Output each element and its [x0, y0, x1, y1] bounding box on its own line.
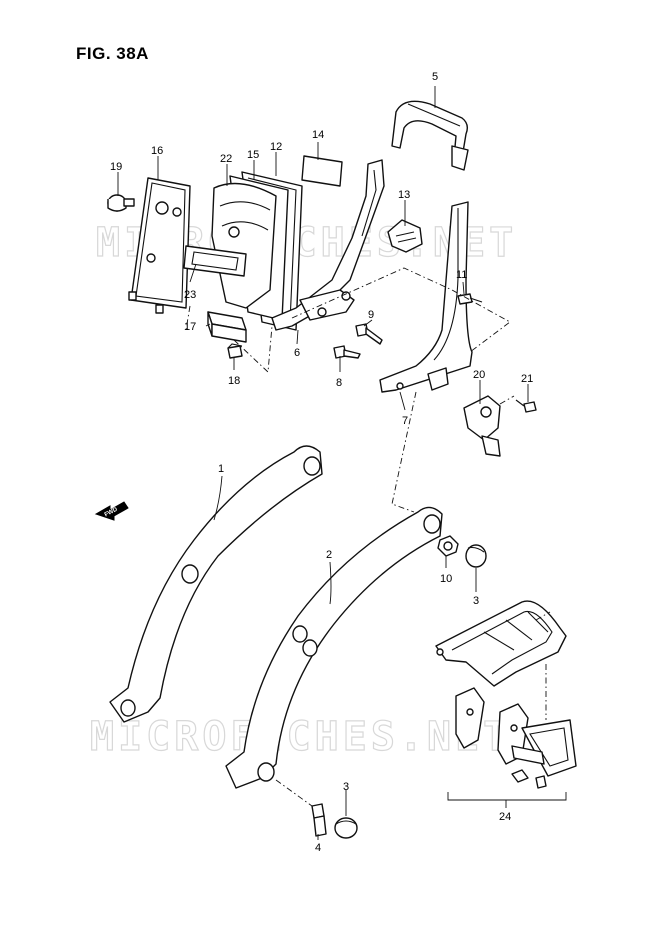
callout-24: 24	[499, 811, 511, 823]
callout-numbers: 1 2 3 3 4 5 6 7 8 9 10 11 12 13 14 15 16…	[110, 71, 533, 854]
callout-2: 2	[326, 549, 332, 561]
callout-23: 23	[184, 289, 196, 301]
callout-1: 1	[218, 463, 224, 475]
callout-20: 20	[473, 369, 485, 381]
part-22-pad	[211, 182, 277, 309]
callout-5: 5	[432, 71, 438, 83]
watermark-bottom: MICROFICHES.NET	[90, 714, 511, 760]
callout-17: 17	[184, 321, 196, 333]
part-24-luggage-rack	[435, 600, 577, 789]
callout-9: 9	[368, 309, 374, 321]
part-13-clip	[387, 219, 423, 253]
part-6-bracket	[271, 159, 385, 331]
callout-18: 18	[228, 375, 240, 387]
callout-19: 19	[110, 161, 122, 173]
part-4-bolt	[311, 803, 327, 837]
callout-10: 10	[440, 573, 452, 585]
part-19-knob	[107, 194, 135, 212]
callout-21: 21	[521, 373, 533, 385]
callout-4: 4	[315, 842, 321, 854]
part-20-latch	[463, 395, 501, 457]
callout-6: 6	[294, 347, 300, 359]
callout-3-lower: 3	[343, 781, 349, 793]
callout-7: 7	[402, 415, 408, 427]
part-2-side-plate	[225, 506, 443, 789]
callout-8: 8	[336, 377, 342, 389]
callout-11: 11	[456, 269, 467, 281]
part-9-bolt	[355, 323, 383, 345]
callout-15: 15	[247, 149, 259, 161]
callout-14: 14	[312, 129, 324, 141]
part-3-cap-lower	[334, 817, 358, 839]
callout-12: 12	[270, 141, 282, 153]
part-8-bolt	[333, 345, 361, 359]
figure-title: FIG. 38A	[76, 44, 149, 63]
callout-16: 16	[151, 145, 163, 157]
part-17-block	[207, 311, 247, 343]
part-18-bolt	[227, 343, 243, 359]
part-23-strap	[183, 245, 247, 277]
part-3-cap-upper	[465, 544, 487, 568]
callout-13: 13	[398, 189, 410, 201]
callout-22: 22	[220, 153, 232, 165]
part-21-screw	[515, 399, 537, 413]
callout-3-upper: 3	[473, 595, 479, 607]
part-11-bolt	[457, 293, 483, 305]
leader-lines	[117, 86, 567, 840]
part-1-side-plate	[109, 445, 323, 723]
fwd-arrow-icon: FWD	[94, 501, 129, 521]
part-5-grab-handle	[391, 100, 469, 171]
part-10-bushing	[437, 535, 459, 557]
part-16-back-plate	[128, 177, 191, 314]
part-14-label	[301, 155, 343, 187]
